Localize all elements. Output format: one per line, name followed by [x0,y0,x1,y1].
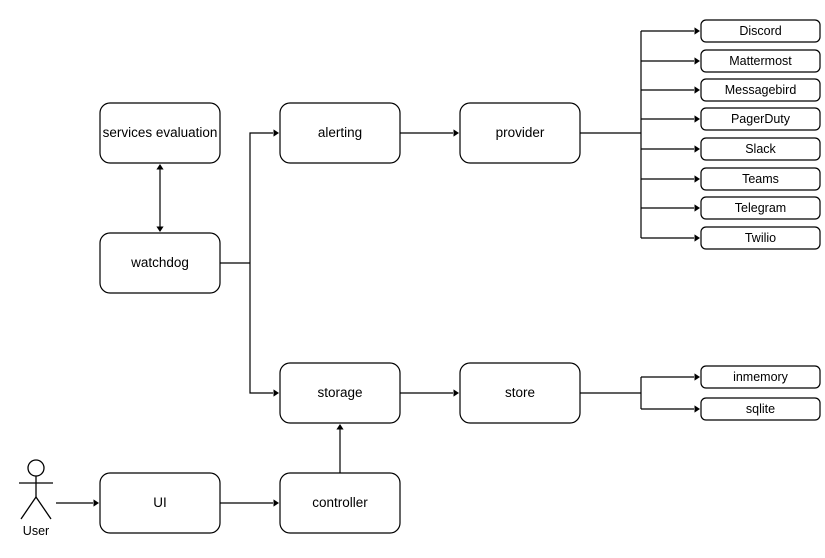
node-messagebird-label: Messagebird [725,83,797,97]
arrowhead-to-slack [694,145,700,153]
node-ui[interactable]: UI [99,472,221,534]
node-alerting-label: alerting [318,125,362,140]
arrowhead-to-ui [93,499,99,507]
node-services-evaluation-shape [99,102,221,164]
node-store-label: store [505,385,535,400]
node-mattermost[interactable]: Mattermost [700,49,821,73]
node-alerting[interactable]: alerting [279,102,401,164]
node-provider[interactable]: provider [459,102,581,164]
node-services-evaluation-label: services evaluation [103,125,218,140]
node-store-shape [459,362,581,424]
arrowhead-to-store [453,389,459,397]
node-messagebird-shape [700,78,821,102]
node-inmemory-label: inmemory [733,370,789,384]
arrowhead-to-telegram [694,204,700,212]
arrowhead-to-messagebird [694,86,700,94]
node-ui-label: UI [153,495,167,510]
node-storage-shape [279,362,401,424]
node-teams-shape [700,167,821,191]
nodes-layer: services evaluation watchdog alerting provi… [99,19,821,534]
edge-watchdog-alerting [249,132,273,263]
node-teams-label: Teams [742,172,779,186]
node-telegram[interactable]: Telegram [700,196,821,220]
node-slack-shape [700,137,821,161]
arrowhead-to-controller [273,499,279,507]
arrowhead-to-storage [273,389,279,397]
node-discord[interactable]: Discord [700,19,821,43]
node-slack-label: Slack [745,142,776,156]
node-watchdog-shape [99,232,221,294]
arrowhead-to-alerting [273,129,279,137]
arrowhead-to-sqlite [694,405,700,413]
actor-layer: User [19,459,53,538]
user-actor-label: User [23,524,49,538]
node-controller[interactable]: controller [279,472,401,534]
node-sqlite[interactable]: sqlite [700,397,821,421]
node-pagerduty-label: PagerDuty [731,112,791,126]
arrowhead-to-watchdog [156,226,164,232]
node-ui-shape [99,472,221,534]
arrowhead-to-twilio [694,234,700,242]
arrowhead-to-discord [694,27,700,35]
node-sqlite-shape [700,397,821,421]
node-store[interactable]: store [459,362,581,424]
arrowhead-to-inmemory [694,373,700,381]
node-watchdog[interactable]: watchdog [99,232,221,294]
arrowhead-to-pagerduty [694,115,700,123]
arrowhead-to-teams [694,175,700,183]
user-actor[interactable]: User [19,459,53,538]
arrowhead-controller-to-storage [336,424,344,430]
node-alerting-shape [279,102,401,164]
node-watchdog-label: watchdog [130,255,189,270]
node-storage[interactable]: storage [279,362,401,424]
node-sqlite-label: sqlite [746,402,775,416]
node-discord-shape [700,19,821,43]
arrowhead-to-provider [453,129,459,137]
actor-leg-right [35,496,52,520]
edges-layer [56,27,700,507]
node-telegram-label: Telegram [735,201,786,215]
node-pagerduty[interactable]: PagerDuty [700,107,821,131]
node-provider-label: provider [496,125,545,140]
node-services-evaluation[interactable]: services evaluation [99,102,221,164]
node-inmemory[interactable]: inmemory [700,365,821,389]
node-messagebird[interactable]: Messagebird [700,78,821,102]
node-twilio-label: Twilio [745,231,776,245]
node-provider-shape [459,102,581,164]
arrowhead-to-mattermost [694,57,700,65]
node-mattermost-shape [700,49,821,73]
node-controller-label: controller [312,495,368,510]
node-twilio-shape [700,226,821,250]
arrowhead-to-services-evaluation [156,164,164,170]
node-telegram-shape [700,196,821,220]
node-pagerduty-shape [700,107,821,131]
node-slack[interactable]: Slack [700,137,821,161]
node-controller-shape [279,472,401,534]
node-twilio[interactable]: Twilio [700,226,821,250]
actor-head-icon [27,459,45,477]
node-storage-label: storage [317,385,362,400]
edge-watchdog-storage [249,263,273,394]
node-mattermost-label: Mattermost [729,54,792,68]
node-teams[interactable]: Teams [700,167,821,191]
node-inmemory-shape [700,365,821,389]
actor-leg-left [20,496,37,520]
node-discord-label: Discord [739,24,781,38]
